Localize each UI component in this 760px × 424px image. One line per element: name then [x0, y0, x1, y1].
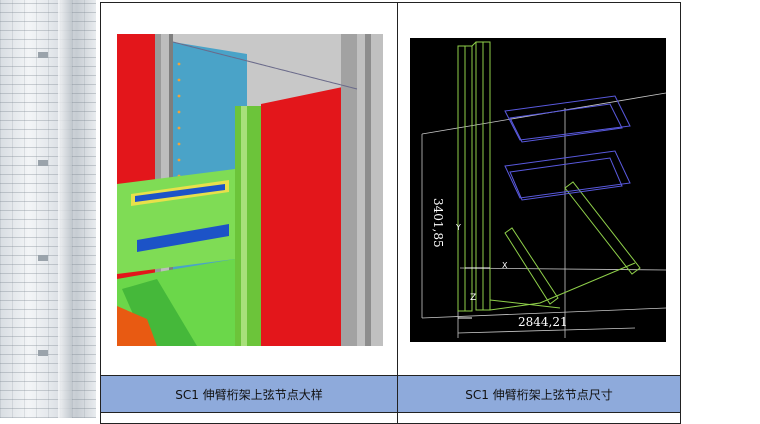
node-dimension-wireframe-cell: 3401,85 2844,21 Z X Y: [397, 2, 681, 376]
background-building-facade: [0, 0, 96, 418]
node-detail-3d-render: [117, 34, 383, 346]
axis-label-x: X: [502, 261, 508, 270]
axis-label-y: Y: [455, 223, 461, 232]
figure-table: 3401,85 2844,21 Z X Y SC1 伸臂桁架上弦节点大样 SC1…: [100, 2, 681, 424]
empty-row-cell: [100, 412, 398, 424]
caption-node-detail: SC1 伸臂桁架上弦节点大样: [100, 375, 398, 413]
axis-label-z: Z: [470, 293, 476, 303]
dimension-vertical-label: 3401,85: [431, 198, 445, 248]
node-detail-3d-image-cell: [100, 2, 398, 376]
caption-node-dimension: SC1 伸臂桁架上弦节点尺寸: [397, 375, 681, 413]
dimension-horizontal-label: 2844,21: [518, 315, 568, 329]
empty-row-cell: [397, 412, 681, 424]
node-dimension-wireframe: 3401,85 2844,21 Z X Y: [410, 38, 666, 342]
